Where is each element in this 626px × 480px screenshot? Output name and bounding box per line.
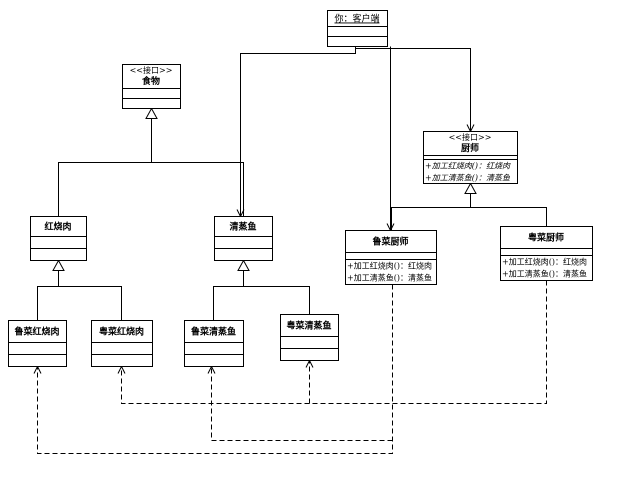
- class-yue-chef: 粤菜厨师 +加工红烧肉()：红烧肉 +加工清蒸鱼()：清蒸鱼: [500, 226, 593, 281]
- class-operation: +加工红烧肉()：红烧肉: [425, 162, 511, 171]
- association-connector: [236, 46, 356, 218]
- class-box: [122, 64, 181, 109]
- class-hongshaorou: 红烧肉: [30, 216, 87, 261]
- class-box: [91, 320, 153, 367]
- association-line: [240, 46, 356, 217]
- class-chef: <<接口>>厨师 +加工红烧肉()：红烧肉 +加工清蒸鱼()：清蒸鱼: [423, 131, 518, 184]
- class-client: 你：客户端: [327, 10, 388, 47]
- triangle-arrowhead: [464, 182, 477, 194]
- generalization-line: [243, 286, 310, 315]
- class-stereotype: <<接口>>: [130, 65, 173, 75]
- class-box: [500, 226, 593, 281]
- class-operation: +加工清蒸鱼()：清蒸鱼: [502, 269, 587, 279]
- class-food: <<接口>>食物: [122, 64, 181, 109]
- class-name: 食物: [141, 75, 160, 87]
- class-name: 粤菜清蒸鱼: [286, 320, 331, 332]
- realization-connector: [470, 207, 547, 227]
- association-line: [355, 46, 471, 132]
- class-operation: +加工清蒸鱼()：清蒸鱼: [347, 273, 432, 283]
- class-name: 粤菜红烧肉: [99, 326, 144, 338]
- dependency-line: [37, 284, 393, 454]
- class-name: 粤菜厨师: [528, 232, 564, 244]
- class-name: 厨师: [461, 142, 479, 154]
- class-box: [214, 216, 273, 261]
- class-lu-hongshaorou: 鲁菜红烧肉: [8, 320, 67, 367]
- class-box: [184, 320, 244, 367]
- association-connector: [355, 46, 475, 133]
- class-box: [345, 230, 437, 285]
- classes: 你：客户端<<接口>>食物<<接口>>厨师+加工红烧肉()：红烧肉+加工清蒸鱼(…: [8, 10, 593, 367]
- realization-connector: [58, 107, 158, 217]
- class-box: [280, 314, 339, 361]
- realization-line: [391, 193, 471, 231]
- class-box: [327, 10, 388, 47]
- class-name: 鲁菜厨师: [372, 236, 408, 248]
- generalization-line: [213, 270, 244, 321]
- class-box: [30, 216, 87, 261]
- triangle-arrowhead: [145, 107, 158, 119]
- triangle-arrowhead: [52, 259, 65, 271]
- class-operation: +加工红烧肉()：红烧肉: [347, 261, 432, 271]
- class-stereotype: <<接口>>: [449, 132, 492, 142]
- class-lu-qingzhengyu: 鲁菜清蒸鱼: [184, 320, 244, 367]
- association-connector: [386, 46, 395, 232]
- realization-line: [151, 162, 244, 217]
- generalization-connector: [58, 286, 122, 321]
- generalization-connector: [243, 286, 310, 315]
- open-arrowhead: [33, 365, 42, 374]
- class-name: 你：客户端: [334, 13, 379, 25]
- generalization-connector: [37, 259, 65, 321]
- realization-line: [470, 207, 547, 227]
- class-lu-chef: 鲁菜厨师 +加工红烧肉()：红烧肉 +加工清蒸鱼()：清蒸鱼: [345, 230, 437, 285]
- class-yue-qingzhengyu: 粤菜清蒸鱼: [280, 314, 339, 361]
- class-yue-hongshaorou: 粤菜红烧肉: [91, 320, 153, 367]
- class-qingzhengyu: 清蒸鱼: [214, 216, 273, 261]
- class-name: 鲁菜红烧肉: [14, 326, 59, 338]
- relations: [33, 46, 547, 454]
- class-box: [8, 320, 67, 367]
- class-name: 红烧肉: [44, 221, 71, 233]
- open-arrowhead: [305, 359, 314, 368]
- dependency-connector: [305, 359, 314, 404]
- realization-connector: [391, 182, 477, 231]
- generalization-connector: [213, 259, 250, 321]
- class-name: 清蒸鱼: [229, 221, 256, 233]
- dependency-line: [211, 366, 393, 441]
- class-box: [423, 131, 518, 184]
- generalization-line: [58, 286, 122, 321]
- realization-connector: [151, 162, 244, 217]
- class-operation: +加工红烧肉()：红烧肉: [502, 257, 587, 267]
- realization-line: [58, 118, 152, 217]
- triangle-arrowhead: [237, 259, 250, 271]
- class-name: 鲁菜清蒸鱼: [191, 326, 236, 338]
- generalization-line: [37, 270, 59, 321]
- class-operation: +加工清蒸鱼()：清蒸鱼: [425, 174, 510, 183]
